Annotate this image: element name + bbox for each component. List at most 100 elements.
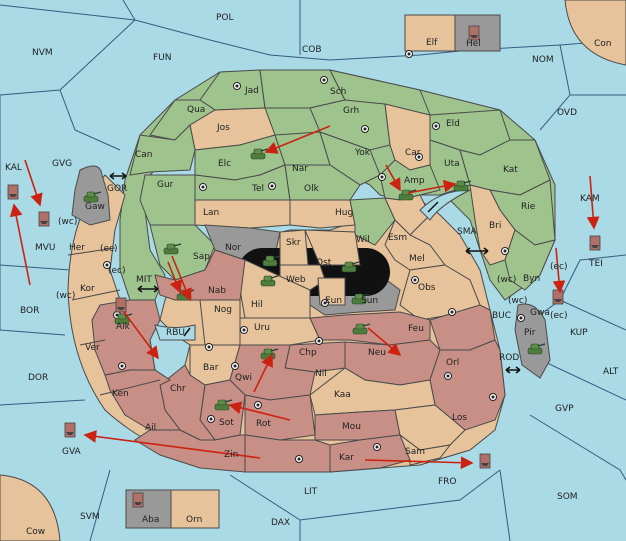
south-island	[125, 489, 220, 529]
land-label: Lan	[203, 208, 219, 218]
sea-label: RBU	[166, 328, 185, 338]
land-label: Los	[452, 413, 467, 423]
sma-inlet	[419, 189, 471, 221]
cow-corner	[0, 474, 61, 541]
sea-label: (ec)	[550, 262, 568, 272]
sea-label: ROD	[499, 353, 519, 363]
sea-label: BOR	[20, 306, 39, 316]
land-label: Nab	[208, 286, 226, 296]
sea-label: KUP	[570, 328, 588, 338]
sea-label: KAL	[5, 163, 22, 173]
sea-label: FRO	[438, 477, 457, 487]
land-label: Hil	[251, 300, 263, 310]
land-label: Chp	[299, 348, 317, 358]
land-label: Qwi	[235, 373, 252, 383]
land-label: Web	[286, 275, 306, 285]
land-label: Nog	[214, 305, 232, 315]
land-label: Kat	[503, 165, 518, 175]
sea-label: (ec)	[100, 244, 118, 254]
land-label: Qua	[187, 105, 205, 115]
sea-label: GVG	[52, 159, 72, 169]
land-label: Can	[135, 150, 153, 160]
land-label: Byn	[523, 274, 540, 284]
land-label: Rot	[256, 419, 271, 429]
sea-label: KAM	[580, 194, 600, 204]
sea-label: DOR	[28, 373, 48, 383]
land-label: Bri	[489, 221, 501, 231]
sea-label: TEI	[588, 259, 603, 269]
land-label: Grh	[343, 106, 359, 116]
land-label: Obs	[418, 283, 436, 293]
land-label: Amp	[404, 176, 425, 186]
sea-label: FUN	[153, 53, 172, 63]
sea-label: POL	[216, 13, 234, 23]
sea-label: (wc)	[497, 275, 516, 285]
land-label: Esm	[388, 233, 407, 243]
sea-label: GOR	[107, 184, 127, 194]
land-label: Bar	[203, 363, 219, 373]
land-label: Gur	[157, 180, 174, 190]
sea-label: GVP	[555, 404, 574, 414]
sea-label: SVM	[80, 512, 100, 522]
sea-label: NOM	[532, 55, 554, 65]
land-label: Kor	[80, 284, 95, 294]
land-label: Orn	[186, 515, 202, 525]
land-label: Uta	[444, 159, 460, 169]
sea-label: GVA	[62, 447, 82, 457]
con-corner	[564, 0, 626, 66]
sea-label: BUC	[492, 311, 511, 321]
sea-label: (wc)	[58, 217, 77, 227]
sea-label: MIT	[136, 275, 152, 285]
sea-label: ALT	[603, 367, 619, 377]
land-label: Mel	[409, 254, 425, 264]
sea-label: (wc)	[508, 296, 527, 306]
land-label: Car	[405, 148, 421, 158]
sea-label: (ec)	[108, 266, 126, 276]
land-label: Wil	[356, 235, 370, 245]
rbu-inlet	[154, 324, 196, 341]
land-label: Neu	[368, 348, 386, 358]
sea-label: DAX	[271, 518, 290, 528]
land-label: Her	[69, 243, 85, 253]
land-label: Yok	[354, 148, 371, 158]
land-label: Chr	[170, 384, 186, 394]
land-label: Uru	[254, 323, 270, 333]
land-label: Kar	[339, 453, 354, 463]
land-label: Ail	[145, 423, 156, 433]
sea-label: SMA	[457, 227, 477, 237]
land-label: Rie	[521, 202, 536, 212]
land-label: Ken	[112, 389, 129, 399]
sea-label: SOM	[557, 492, 578, 502]
sea-label: Con	[594, 39, 612, 49]
sea-label: NVM	[32, 48, 53, 58]
land-label: Elf	[426, 38, 438, 48]
land-label: Elc	[218, 159, 231, 169]
land-label: Nil	[315, 369, 327, 379]
sea-labels: POL NVM FUN COB NOM Con OVD KAL GVG GOR …	[5, 13, 619, 537]
land-label: Jos	[216, 123, 230, 133]
land-label: Gaw	[85, 202, 105, 212]
sea-label: MVU	[35, 243, 56, 253]
land-label: Sam	[405, 447, 425, 457]
land-label: Mou	[342, 422, 361, 432]
land-label: Ost	[316, 258, 332, 268]
sea-label: LIT	[304, 487, 318, 497]
land-label: Pir	[524, 328, 536, 338]
tan-interior	[189, 219, 481, 386]
land-label: Nar	[292, 164, 308, 174]
land-label: Aba	[142, 515, 159, 525]
order-arrows	[9, 125, 600, 470]
north-island	[404, 14, 501, 52]
land-label: Eun	[325, 296, 342, 306]
land-label: Sot	[219, 418, 234, 428]
land-label: Aik	[116, 322, 131, 332]
land-label: Eld	[446, 119, 460, 129]
sea-label: Cow	[26, 527, 45, 537]
land-label: Zin	[224, 450, 238, 460]
sea-label: OVD	[557, 108, 577, 118]
land-label: Hel	[466, 39, 481, 49]
land-label: Tel	[251, 184, 264, 194]
sea-label: (wc)	[56, 291, 75, 301]
land-label: Olk	[304, 184, 320, 194]
